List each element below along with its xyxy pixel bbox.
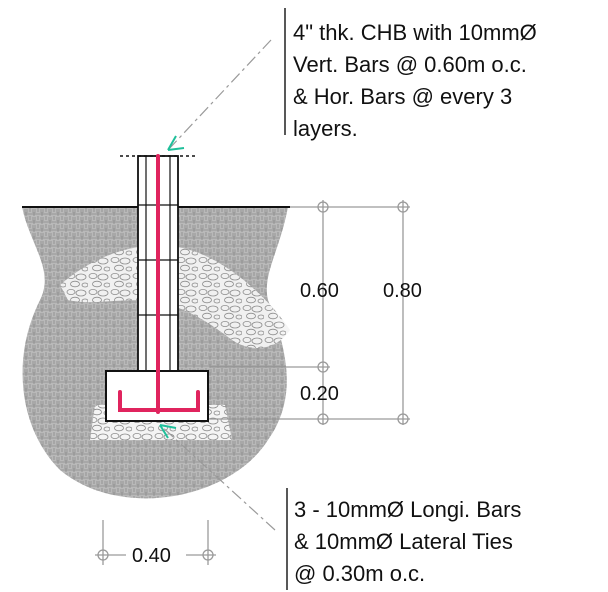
dim-footing-thickness: 0.20 [300,383,339,405]
top-note-line: layers. [293,116,358,141]
bottom-note: 3 - 10mmØ Longi. Bars & 10mmØ Lateral Ti… [294,497,521,586]
top-note-line: & Hor. Bars @ every 3 [293,84,512,109]
top-note-line: 4" thk. CHB with 10mmØ [293,20,537,45]
bottom-note-line: & 10mmØ Lateral Ties [294,529,513,554]
dim-total-depth: 0.80 [383,280,422,302]
leader-arrow-bottom [159,424,276,531]
top-note: 4" thk. CHB with 10mmØ Vert. Bars @ 0.60… [293,20,537,141]
leader-arrow-top [167,39,272,151]
top-note-line: Vert. Bars @ 0.60m o.c. [293,52,527,77]
dimension-lines [95,200,410,565]
dim-wall-depth: 0.60 [300,280,339,302]
bottom-note-line: 3 - 10mmØ Longi. Bars [294,497,521,522]
dim-footing-width: 0.40 [132,545,171,567]
rebar [118,154,200,414]
bottom-note-line: @ 0.30m o.c. [294,561,425,586]
